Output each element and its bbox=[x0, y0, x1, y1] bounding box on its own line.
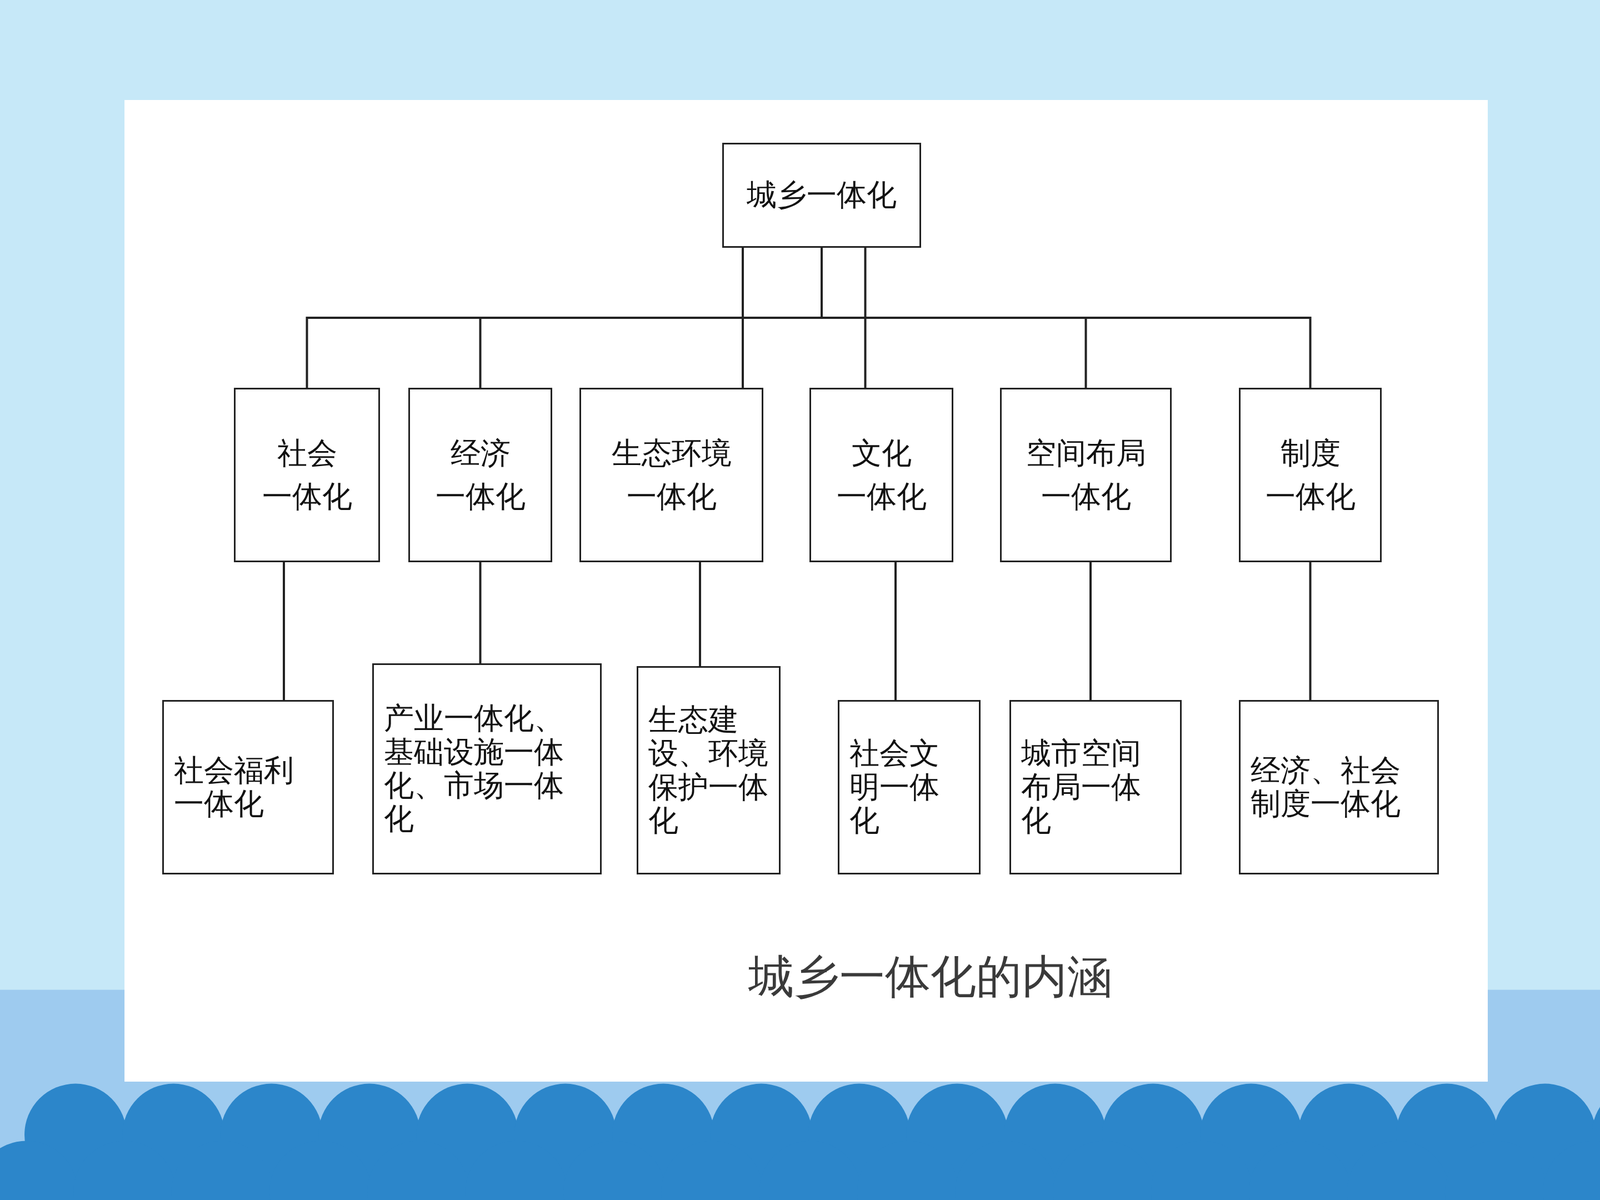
scallop bbox=[0, 1140, 78, 1200]
scallop bbox=[171, 1140, 274, 1200]
scallop-border bbox=[0, 1083, 1600, 1200]
node-label: 城市空间布局一体化 bbox=[1021, 736, 1170, 838]
node-label: 生态环境 一体化 bbox=[587, 431, 755, 519]
detail-box: 社会文明一体化 bbox=[837, 700, 981, 875]
node-label: 文化 一体化 bbox=[817, 431, 945, 519]
node-label: 社会 一体化 bbox=[242, 431, 372, 519]
category-box: 空间布局 一体化 bbox=[1000, 387, 1172, 563]
caption: 城乡一体化的内涵 bbox=[748, 946, 1113, 1008]
tree-connector bbox=[282, 562, 285, 700]
category-box: 经济 一体化 bbox=[408, 387, 553, 563]
scallop bbox=[661, 1140, 764, 1200]
scallop bbox=[1151, 1140, 1254, 1200]
node-label: 经济、社会 制度一体化 bbox=[1250, 753, 1428, 822]
category-box: 文化 一体化 bbox=[809, 387, 954, 563]
node-label: 社会文明一体化 bbox=[849, 736, 969, 838]
node-label: 空间布局 一体化 bbox=[1008, 431, 1164, 519]
tree-connector bbox=[480, 247, 823, 388]
scallop bbox=[1542, 1140, 1600, 1200]
white-panel bbox=[124, 100, 1488, 1082]
scallop bbox=[955, 1140, 1058, 1200]
scallop bbox=[269, 1140, 372, 1200]
category-box: 制度 一体化 bbox=[1238, 387, 1382, 563]
tree-connector bbox=[698, 562, 702, 667]
node-label: 经济 一体化 bbox=[416, 431, 544, 519]
category-box: 生态环境 一体化 bbox=[579, 387, 764, 563]
tree-connector bbox=[479, 562, 482, 664]
node-label: 制度 一体化 bbox=[1247, 431, 1374, 519]
scallop bbox=[1053, 1140, 1156, 1200]
detail-box: 经济、社会 制度一体化 bbox=[1238, 700, 1439, 875]
tree-connector bbox=[307, 247, 823, 388]
scallop bbox=[759, 1140, 862, 1200]
detail-box: 城市空间布局一体化 bbox=[1009, 700, 1182, 875]
scallop bbox=[73, 1140, 176, 1200]
scallop bbox=[1248, 1140, 1352, 1200]
scallop bbox=[465, 1140, 568, 1200]
node-label: 城乡一体化 bbox=[746, 173, 897, 217]
scallop bbox=[1445, 1140, 1548, 1200]
tree-connector bbox=[1089, 562, 1092, 700]
scallop bbox=[563, 1140, 666, 1200]
root-box: 城乡一体化 bbox=[722, 142, 922, 248]
node-label: 生态建设、环境保护一体化 bbox=[648, 703, 769, 838]
detail-box: 生态建设、环境保护一体化 bbox=[636, 666, 781, 875]
node-label: 社会福利 一体化 bbox=[173, 753, 323, 822]
tree-connector bbox=[1309, 562, 1312, 700]
scallop bbox=[857, 1140, 960, 1200]
detail-box: 产业一体化、基础设施一体化、市场一体化 bbox=[372, 663, 602, 875]
scallop bbox=[1346, 1140, 1449, 1200]
scallop bbox=[367, 1140, 470, 1200]
category-box: 社会 一体化 bbox=[233, 387, 380, 563]
node-label: 产业一体化、基础设施一体化、市场一体化 bbox=[383, 701, 590, 837]
tree-connector bbox=[821, 247, 1311, 388]
tree-connector bbox=[741, 247, 744, 388]
detail-box: 社会福利 一体化 bbox=[162, 700, 334, 875]
tree-connector bbox=[894, 562, 897, 700]
